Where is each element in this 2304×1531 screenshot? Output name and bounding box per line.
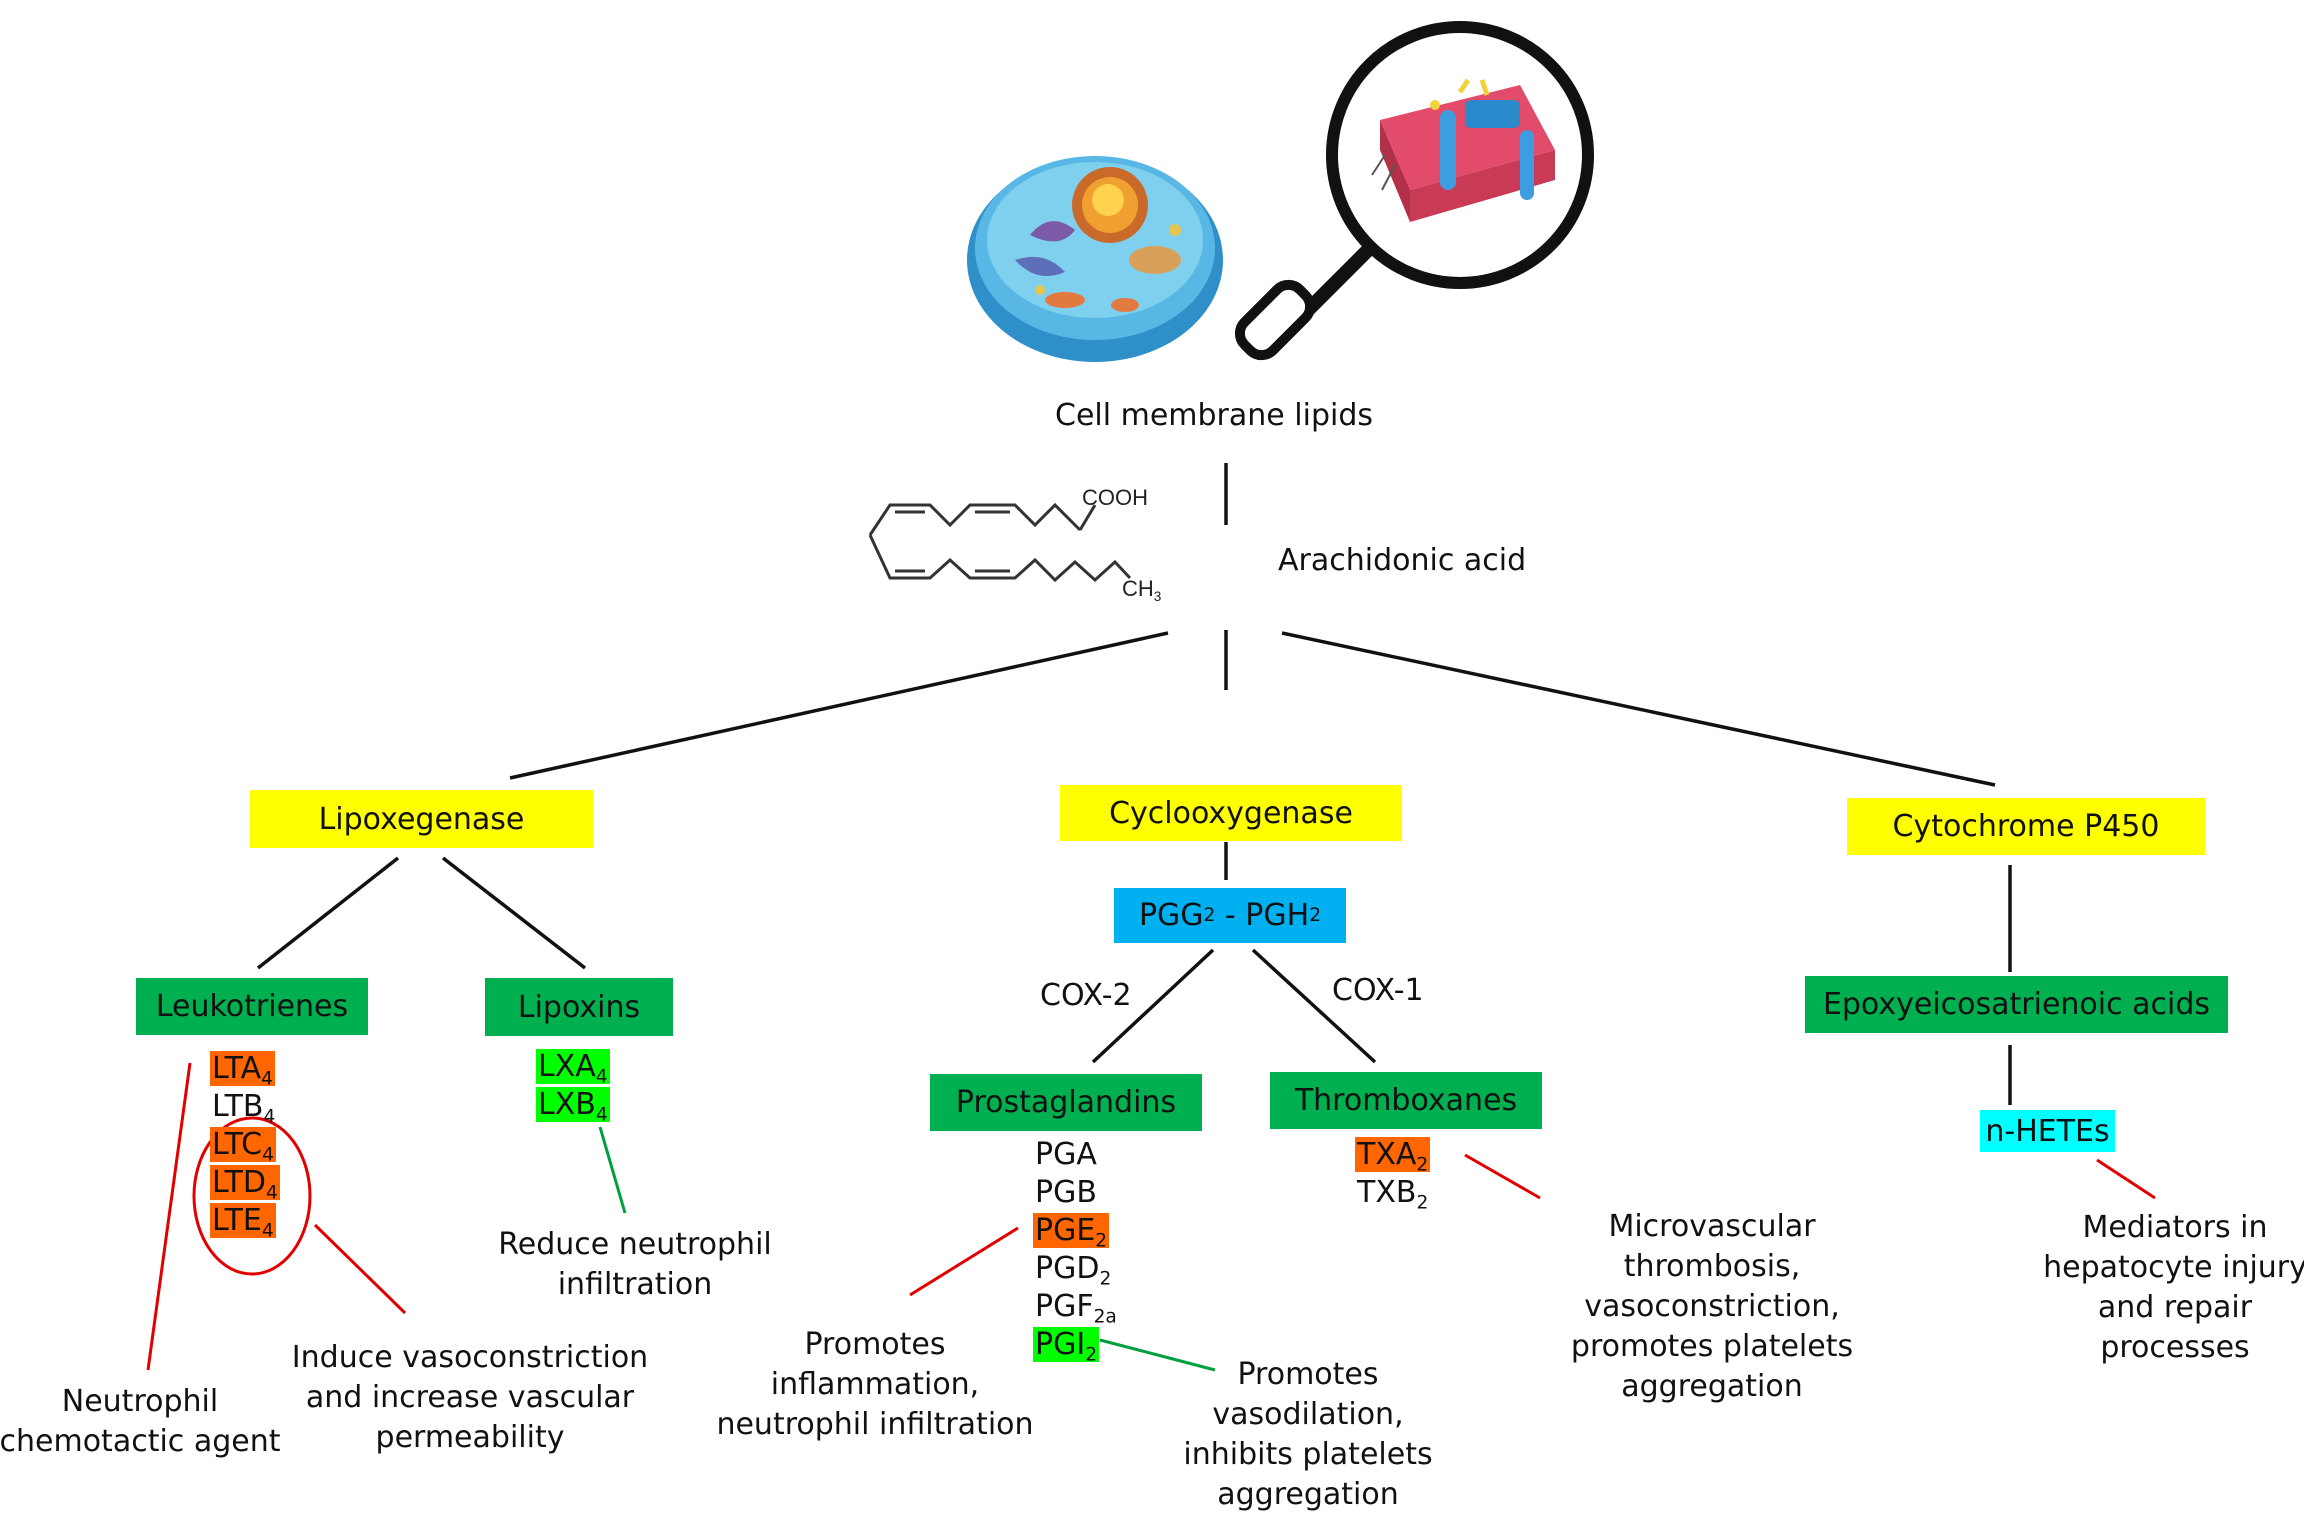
harmful-effect-lines	[146, 1062, 2156, 1371]
protective-effect-lines	[598, 1126, 1216, 1372]
prostaglandin-list: PGA PGB PGE2 PGD2 PGF2a PGI2	[1033, 1136, 1119, 1364]
cox2-label: COX-2	[1040, 978, 1132, 1013]
vasoconstriction-text: Induce vasoconstriction and increase vas…	[291, 1340, 649, 1455]
thromboxanes-box: Thromboxanes	[1270, 1072, 1542, 1129]
arachidonic-acid-structure	[868, 502, 1132, 583]
lte4-item: LTE4	[210, 1203, 276, 1242]
hepatocyte-mediators-text: Mediators in hepatocyte injury and repai…	[2043, 1210, 2304, 1365]
reduce-neutrophil-text: Reduce neutrophil infiltration	[498, 1227, 772, 1302]
pgd2-item: PGD2	[1035, 1251, 1112, 1290]
leukotrienes-box: Leukotrienes	[136, 978, 368, 1035]
cooh-label: COOH	[1082, 485, 1148, 510]
tree-connectors	[256, 463, 2012, 1105]
neutrophil-chemotactic-text: Neutrophil chemotactic agent	[0, 1384, 281, 1459]
thromboxane-list: TXA2 TXB2	[1355, 1136, 1431, 1214]
ltc4-item: LTC4	[210, 1127, 276, 1166]
lipoxygenase-box: Lipoxegenase	[250, 790, 593, 848]
ltd4-item: LTD4	[210, 1165, 280, 1204]
promotes-vasodilation-text: Promotes vasodilation, inhibits platelet…	[1183, 1357, 1433, 1512]
pga-item: PGA	[1035, 1137, 1097, 1172]
membrane-lipids-label: Cell membrane lipids	[1054, 398, 1374, 433]
n-hetes-box: n-HETEs	[1980, 1110, 2115, 1152]
microvascular-thrombosis-text: Microvascular thrombosis, vasoconstricti…	[1570, 1209, 1854, 1404]
lipoxin-list: LXA4 LXB4	[536, 1048, 610, 1124]
ltb4-item: LTB4	[212, 1089, 276, 1128]
lta4-item: LTA4	[210, 1051, 275, 1090]
pgf2a-item: PGF2a	[1035, 1289, 1117, 1328]
lipoxins-box: Lipoxins	[485, 978, 673, 1036]
leukotriene-list: LTA4 LTB4 LTC4 LTD4 LTE4	[210, 1050, 280, 1240]
lxb4-item: LXB4	[536, 1087, 610, 1126]
cox1-label: COX-1	[1332, 973, 1424, 1008]
txa2-item: TXA2	[1355, 1137, 1431, 1176]
eets-box: Epoxyeicosatrienoic acids	[1805, 976, 2228, 1033]
promotes-inflammation-text: Promotes inflammation, neutrophil infilt…	[716, 1327, 1034, 1442]
pgb-item: PGB	[1035, 1175, 1097, 1210]
txb2-item: TXB2	[1357, 1175, 1429, 1214]
cell-illustration-icon	[967, 156, 1223, 362]
lxa4-item: LXA4	[536, 1049, 610, 1088]
lipid-bilayer-icon	[1371, 78, 1555, 222]
magnifying-glass-icon	[1234, 21, 1594, 361]
pgi2-item: PGI2	[1033, 1327, 1100, 1366]
cytochrome-p450-box: Cytochrome P450	[1847, 798, 2205, 855]
cyclooxygenase-box: Cyclooxygenase	[1060, 785, 1402, 841]
arachidonic-acid-label: Arachidonic acid	[1278, 543, 1527, 578]
ch3-label: CH3	[1122, 576, 1162, 604]
prostaglandins-box: Prostaglandins	[930, 1074, 1202, 1131]
pge2-item: PGE2	[1033, 1213, 1110, 1252]
